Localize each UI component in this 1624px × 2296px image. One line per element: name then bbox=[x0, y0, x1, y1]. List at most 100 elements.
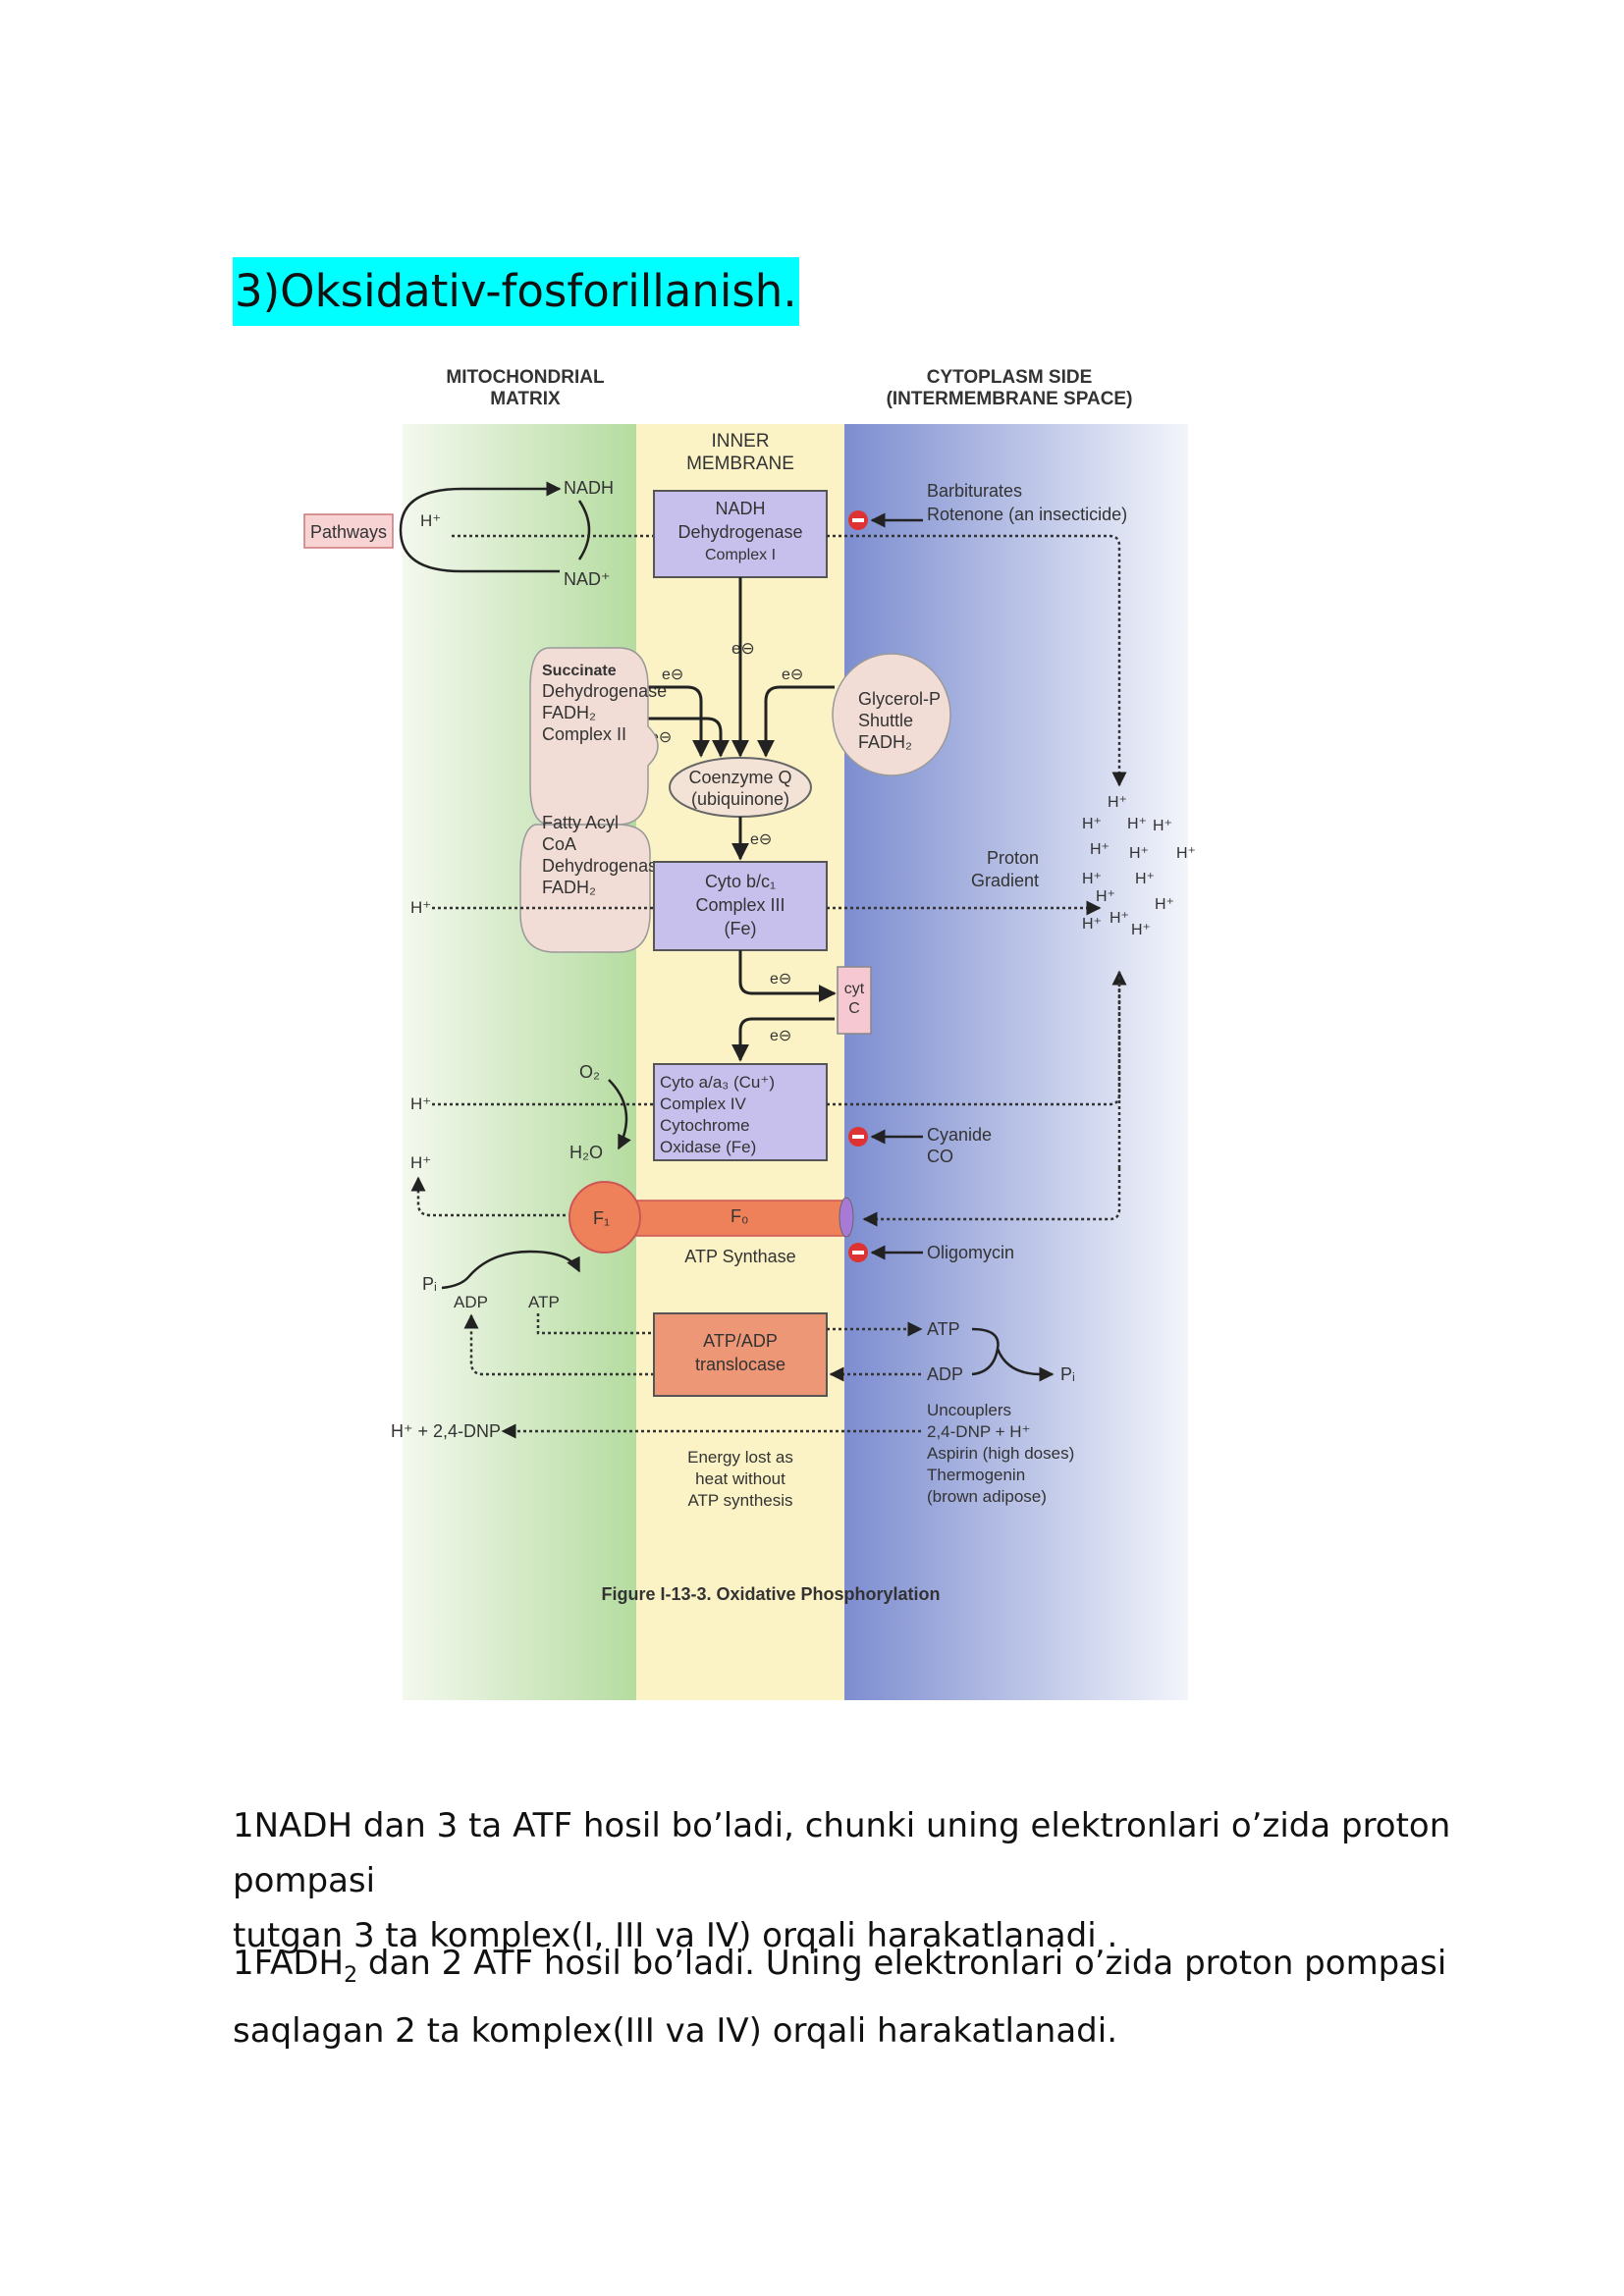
glycerol-shuttle-blob bbox=[832, 653, 951, 776]
fatty-label-2: CoA bbox=[542, 834, 576, 854]
fadh-subscript: 2 bbox=[344, 1962, 358, 1988]
glycerol-label-1: Glycerol-P bbox=[858, 689, 941, 709]
paragraph-2-line-2: saqlagan 2 ta komplex(III va IV) orqali … bbox=[233, 2010, 1117, 2051]
h-plus: H⁺ bbox=[1127, 816, 1147, 832]
succinate-label-4: Complex II bbox=[542, 724, 626, 744]
fatty-label-1: Fatty Acyl bbox=[542, 813, 619, 832]
h-plus: H⁺ bbox=[1155, 896, 1174, 913]
succinate-label-1: Succinate bbox=[542, 663, 617, 679]
electron-label-7: e⊖ bbox=[770, 1028, 791, 1044]
electron-label-6: e⊖ bbox=[770, 971, 791, 988]
atp-label-right: ATP bbox=[927, 1319, 960, 1339]
atp-label-left: ATP bbox=[528, 1293, 560, 1311]
energy-lost-label-1: Energy lost as bbox=[687, 1448, 793, 1467]
h-dnp-label: H⁺ + 2,4-DNP bbox=[391, 1421, 501, 1441]
oxidative-phosphorylation-figure: MITOCHONDRIAL MATRIX CYTOPLASM SIDE (INT… bbox=[285, 363, 1257, 1757]
h-plus: H⁺ bbox=[1131, 922, 1151, 938]
cytoplasm-label: CYTOPLASM SIDE bbox=[927, 367, 1093, 388]
atp-synthase-label: ATP Synthase bbox=[684, 1247, 795, 1266]
cyanide-label: Cyanide bbox=[927, 1125, 992, 1145]
translocase-label-1: ATP/ADP bbox=[703, 1331, 778, 1351]
h-plus: H⁺ bbox=[1108, 794, 1127, 811]
membrane-label-2: MEMBRANE bbox=[686, 454, 794, 474]
glycerol-label-2: Shuttle bbox=[858, 711, 913, 730]
f0-end bbox=[839, 1197, 854, 1238]
translocase-label-2: translocase bbox=[695, 1355, 785, 1374]
h-plus-4: H⁺ bbox=[410, 1153, 431, 1172]
uncouplers-label-1: Uncouplers bbox=[927, 1401, 1011, 1419]
uncouplers-label-5: (brown adipose) bbox=[927, 1487, 1047, 1506]
succinate-label-2: Dehydrogenase bbox=[542, 681, 667, 701]
translocase-box bbox=[653, 1312, 828, 1397]
complex-iii-label-1: Cyto b/c₁ bbox=[705, 872, 776, 891]
f1-label: F₁ bbox=[593, 1208, 610, 1228]
intermembrane-region bbox=[844, 424, 1188, 1700]
o2-label: O₂ bbox=[579, 1062, 600, 1082]
h-plus-1: H⁺ bbox=[420, 511, 441, 530]
atp-to-translocase-path bbox=[536, 1313, 654, 1335]
complex-i-label-1: NADH bbox=[715, 499, 765, 518]
adp-label-right: ADP bbox=[927, 1364, 963, 1384]
electron-label-1: e⊖ bbox=[731, 639, 755, 658]
figure-caption: Figure I-13-3. Oxidative Phosphorylation bbox=[601, 1584, 940, 1604]
complex-iv-label-2: Complex IV bbox=[660, 1095, 747, 1113]
proton-gradient-label-1: Proton bbox=[987, 848, 1039, 868]
paragraph-1-line-1: 1NADH dan 3 ta ATF hosil bo’ladi, chunki… bbox=[233, 1806, 1451, 1900]
minus-glyph bbox=[852, 1135, 864, 1139]
uncouplers-label-2: 2,4-DNP + H⁺ bbox=[927, 1422, 1031, 1441]
h2o-label: H₂O bbox=[569, 1143, 603, 1162]
electron-arrow-to-complex-iv bbox=[731, 1017, 835, 1062]
pathways-box bbox=[303, 513, 394, 549]
paragraph-2-line-1: 1FADH2 dan 2 ATF hosil bo’ladi. Uning el… bbox=[233, 1936, 1539, 2003]
minus-glyph bbox=[852, 1251, 864, 1255]
complex-iv-label-4: Oxidase (Fe) bbox=[660, 1138, 756, 1156]
cytoplasm-label-2: (INTERMEMBRANE SPACE) bbox=[887, 389, 1133, 409]
h-plus-2: H⁺ bbox=[410, 898, 431, 917]
proton-return-path bbox=[862, 1168, 1121, 1227]
h-plus: H⁺ bbox=[1082, 816, 1102, 832]
h-plus: H⁺ bbox=[1153, 818, 1172, 834]
pi-label-left: Pᵢ bbox=[422, 1274, 437, 1294]
matrix-label-2: MATRIX bbox=[490, 389, 561, 409]
h-plus: H⁺ bbox=[1082, 916, 1102, 933]
electron-label-2: e⊖ bbox=[662, 667, 683, 683]
fatty-acyl-blob bbox=[519, 824, 651, 953]
h-plus: H⁺ bbox=[1090, 841, 1110, 858]
complex-iv-proton-path bbox=[827, 970, 1127, 1106]
paragraph-1: 1NADH dan 3 ta ATF hosil bo’ladi, chunki… bbox=[233, 1798, 1539, 1963]
minus-glyph bbox=[852, 518, 864, 522]
nadh-curve bbox=[577, 500, 591, 561]
complex-i-label-3: Complex I bbox=[705, 547, 776, 563]
electron-arrow-complex-ii bbox=[648, 685, 710, 758]
nad-label: NAD⁺ bbox=[564, 569, 611, 589]
complex-iv-label-1: Cyto a/a₃ (Cu⁺) bbox=[660, 1073, 775, 1092]
electron-label-4: e⊖ bbox=[782, 667, 803, 683]
coq-label-1: Coenzyme Q bbox=[688, 768, 791, 787]
adp-label-left: ADP bbox=[454, 1293, 488, 1311]
section-heading: 3)Oksidativ-fosforillanish. bbox=[233, 257, 799, 326]
electron-label-5: e⊖ bbox=[750, 831, 772, 848]
complex-iv-box bbox=[653, 1063, 828, 1161]
uncouplers-label-3: Aspirin (high doses) bbox=[927, 1444, 1074, 1463]
energy-lost-label-3: ATP synthesis bbox=[687, 1491, 792, 1510]
complex-i-box bbox=[653, 490, 828, 578]
barbiturates-label: Barbiturates bbox=[927, 481, 1022, 501]
electron-arrow-to-cytc bbox=[738, 950, 837, 1002]
pathways-loop bbox=[399, 487, 560, 573]
cyt-c-box bbox=[837, 966, 872, 1035]
fadh-prefix: 1FADH bbox=[233, 1944, 345, 1983]
nadh-label: NADH bbox=[564, 478, 614, 498]
complex-ii-blob bbox=[529, 647, 659, 826]
co-label: CO bbox=[927, 1147, 953, 1166]
complex-iii-label-3: (Fe) bbox=[725, 919, 757, 938]
coq-label-2: (ubiquinone) bbox=[691, 789, 789, 809]
fatty-label-4: FADH₂ bbox=[542, 878, 596, 897]
h-plus: H⁺ bbox=[1082, 871, 1102, 887]
paragraph-2: 1FADH2 dan 2 ATF hosil bo’ladi. Uning el… bbox=[233, 1936, 1539, 2058]
adp-return-path bbox=[463, 1313, 654, 1376]
pathways-label: Pathways bbox=[310, 522, 387, 542]
h-plus: H⁺ bbox=[1129, 845, 1149, 862]
f0-label: F₀ bbox=[731, 1206, 748, 1226]
cytc-label-2: C bbox=[848, 1000, 860, 1017]
rotenone-label: Rotenone (an insecticide) bbox=[927, 505, 1127, 524]
